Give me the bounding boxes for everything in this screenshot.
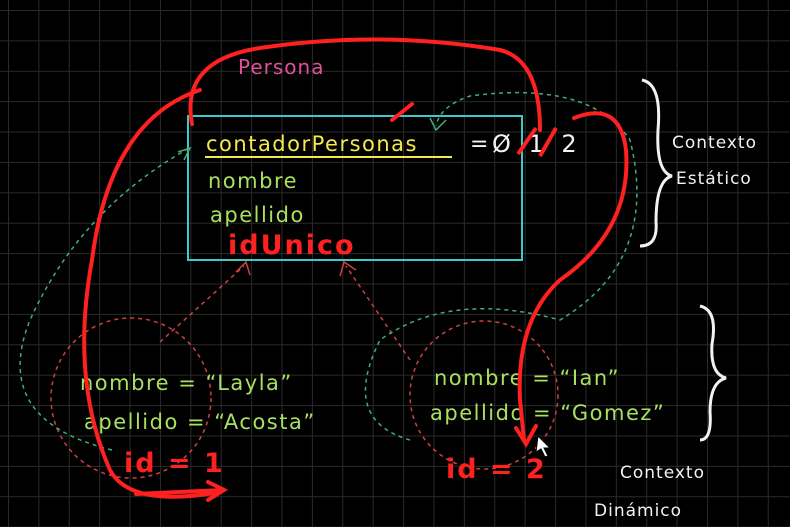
static-equals: =	[470, 132, 488, 157]
object-circle-ian	[409, 320, 559, 470]
static-context-label-line1: Contexto	[672, 133, 757, 153]
dynamic-context-bracket	[699, 304, 727, 442]
dynamic-context-label-line2: Dinámico	[594, 501, 682, 521]
attribute-nombre: nombre	[208, 169, 298, 193]
red-tick-mark	[390, 102, 414, 122]
attribute-idunico: idUnico	[228, 230, 356, 261]
class-name-label: Persona	[238, 55, 324, 79]
class-box	[187, 115, 523, 261]
instance-arrowhead-layla	[235, 260, 251, 276]
object1-nombre: nombre = “Layla”	[80, 371, 293, 395]
object1-apellido: apellido = “Acosta”	[84, 410, 316, 434]
dynamic-context-label-line1: Contexto	[620, 463, 705, 483]
instance-arrow-ian	[345, 265, 411, 361]
red-flow-right-loop	[517, 111, 629, 442]
red-flow-left-loop	[82, 88, 222, 499]
static-link-arrowhead-layla	[177, 146, 192, 161]
static-attribute-values: Ø 1 2	[492, 130, 582, 158]
object-circle-layla	[50, 317, 212, 479]
static-link-layla	[19, 149, 187, 451]
static-context-bracket	[639, 78, 673, 248]
red-flow-bottom-arrow	[134, 480, 229, 502]
static-context-label-line2: Estático	[676, 169, 752, 189]
object2-apellido: apellido = “Gomez”	[430, 401, 665, 425]
red-flow-right-arrowhead	[514, 424, 538, 448]
instance-arrowhead-ian	[339, 260, 357, 277]
static-attribute-name: contadorPersonas	[206, 132, 418, 156]
object2-id: id = 2	[446, 454, 547, 485]
static-link-arrowhead-ian	[429, 117, 447, 132]
red-flow-top-arc	[188, 37, 542, 132]
object1-id: id = 1	[124, 448, 225, 479]
mouse-cursor-icon	[535, 434, 552, 458]
static-link-ian	[364, 91, 638, 441]
object2-nombre: nombre = “Ian”	[434, 366, 620, 390]
attribute-apellido: apellido	[210, 203, 305, 227]
strikethrough-marks	[516, 126, 558, 157]
instance-arrow-layla	[159, 265, 245, 343]
